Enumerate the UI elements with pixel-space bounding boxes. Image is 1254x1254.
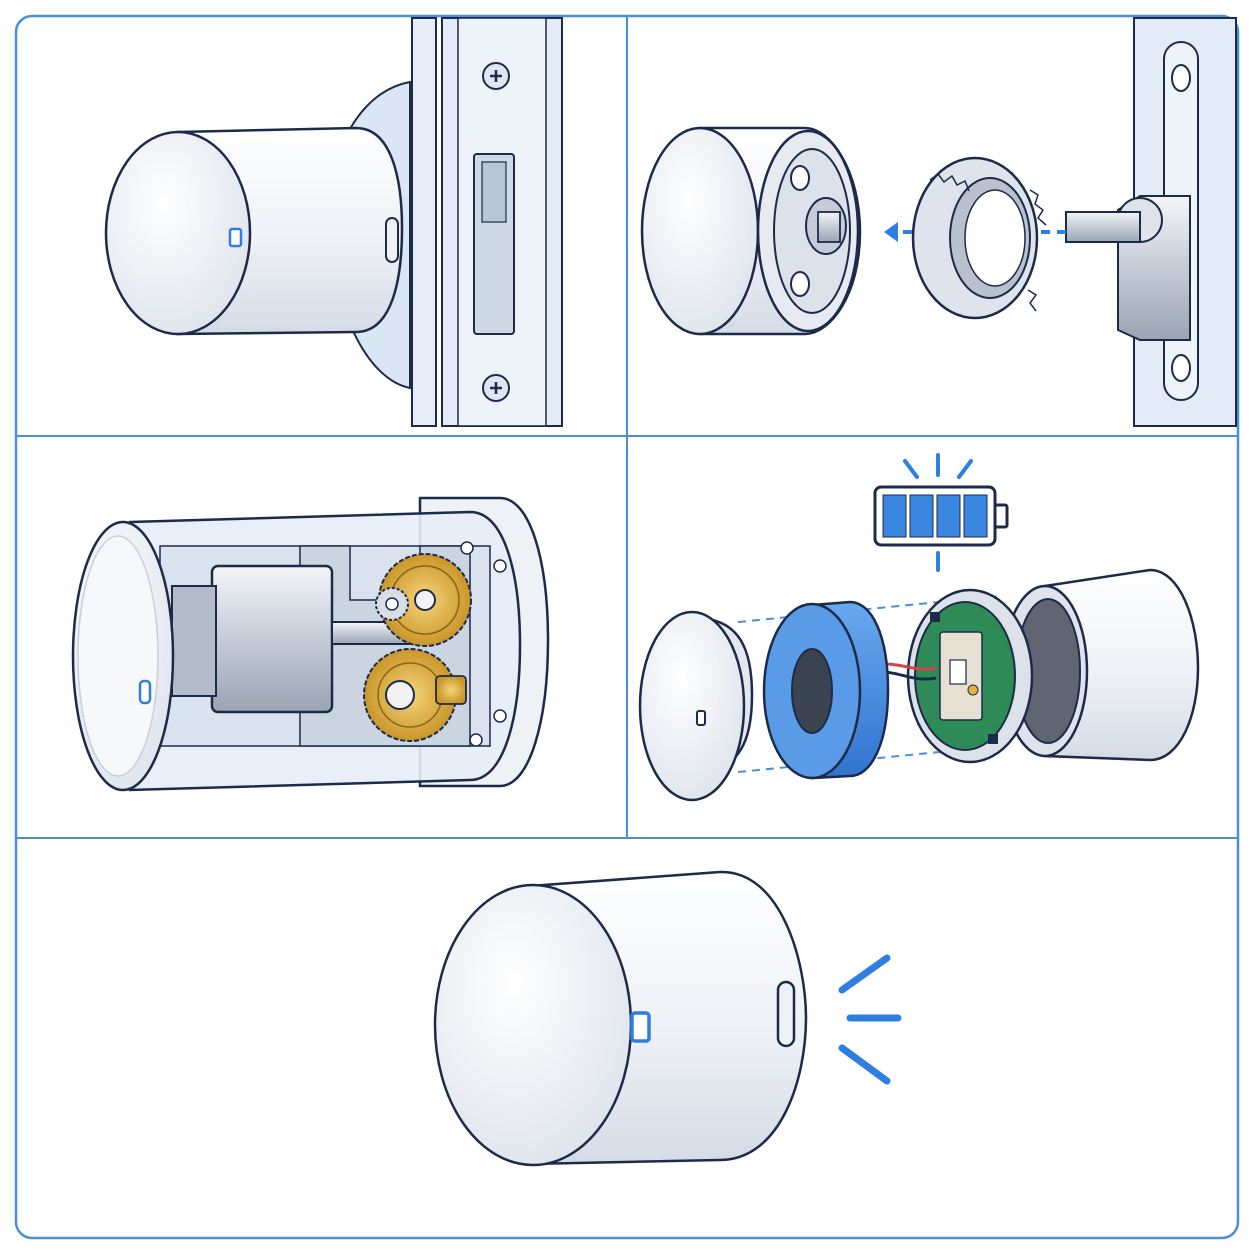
battery-segment <box>909 494 934 538</box>
lock-front-face <box>104 130 252 336</box>
led-indicator-icon <box>696 710 706 726</box>
battery-level-segments <box>882 494 988 538</box>
battery-segment <box>882 494 907 538</box>
signal-icon <box>903 453 973 572</box>
cylinder-tailpiece <box>1065 211 1141 243</box>
side-button <box>776 980 796 1048</box>
led-indicator-icon <box>630 1011 651 1043</box>
drive-spindle <box>817 211 841 243</box>
signal-icon <box>838 954 902 1085</box>
screw-icon <box>1171 64 1191 92</box>
battery-segment <box>963 494 988 538</box>
screw-icon <box>1171 354 1191 382</box>
door-edge <box>411 17 437 427</box>
panel-adapter-exploded <box>640 17 1237 427</box>
battery-icon <box>873 485 1009 547</box>
panel-finished-lock-signal <box>433 870 902 1167</box>
dc-motor <box>210 564 334 714</box>
gear-small <box>375 587 409 621</box>
battery-wire-red <box>884 662 937 671</box>
rear-housing <box>1043 568 1200 762</box>
gear-lower <box>363 648 467 742</box>
panel-battery-exploded <box>638 453 1200 802</box>
side-button <box>385 217 399 263</box>
led-indicator-icon <box>228 227 243 248</box>
battery-wire-black <box>884 670 937 681</box>
panel-motor-gearbox-cutaway <box>71 496 550 792</box>
circuit-board <box>906 588 1034 764</box>
screw-icon <box>482 374 510 402</box>
adapter-ring <box>911 156 1047 320</box>
front-cap <box>638 610 746 802</box>
screw-icon <box>482 62 510 90</box>
panel-mounted-on-door <box>104 17 563 427</box>
battery-segment <box>936 494 961 538</box>
screw-icon <box>460 541 474 555</box>
lock-front-face <box>433 883 633 1167</box>
gear-upper <box>378 553 472 647</box>
assembly-arrow-head <box>884 222 898 242</box>
led-indicator-icon <box>138 679 152 705</box>
